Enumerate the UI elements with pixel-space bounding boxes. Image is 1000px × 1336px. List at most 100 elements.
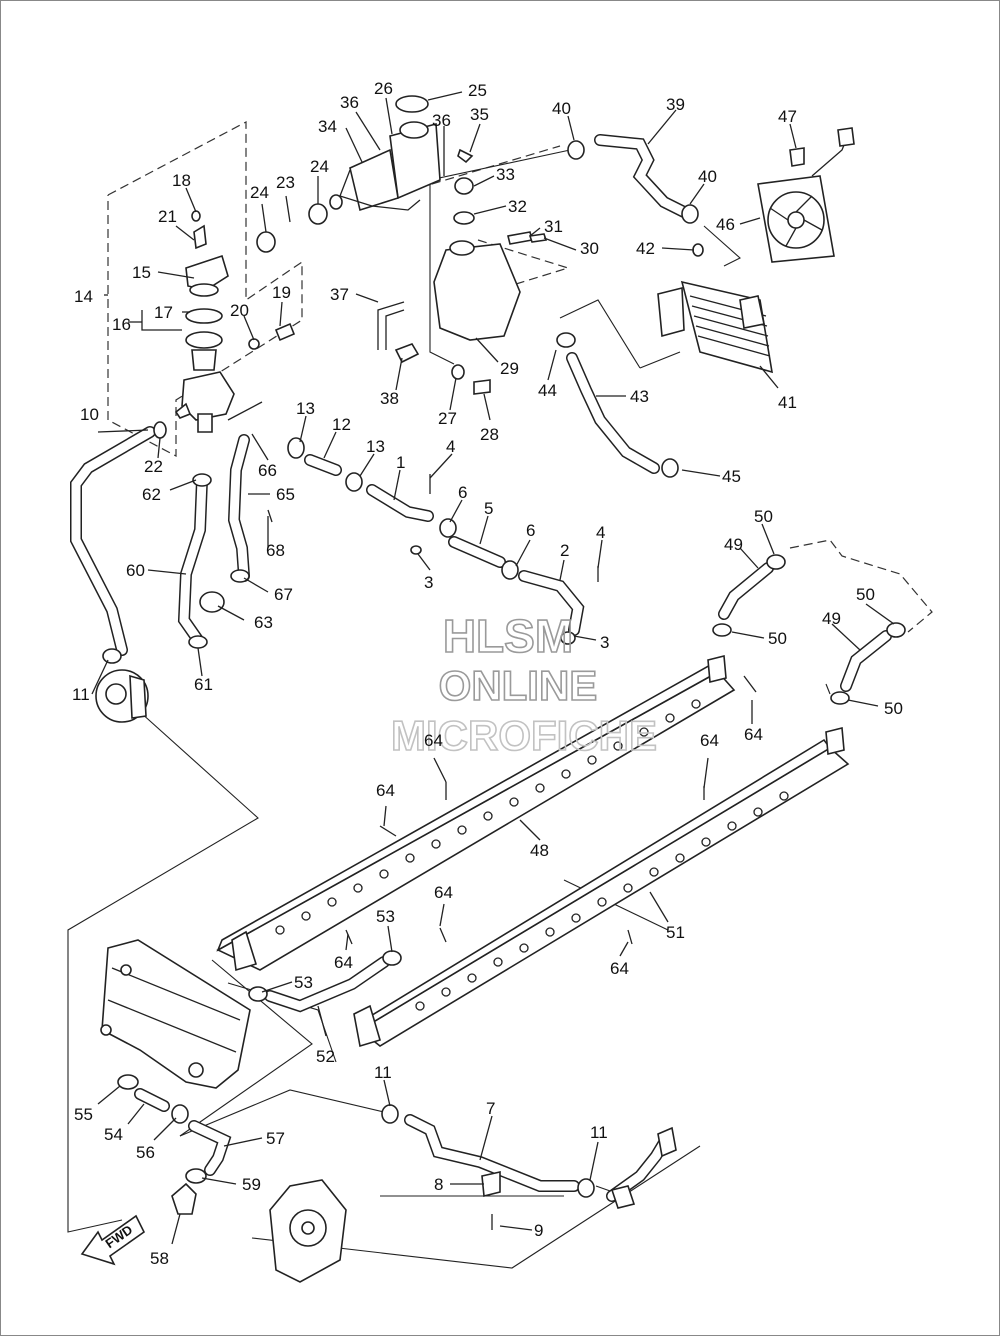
callout: 50 — [768, 629, 787, 648]
callout: 63 — [254, 613, 273, 632]
callout: 11 — [72, 685, 90, 704]
callout: 4 — [596, 523, 605, 542]
callout: 16 — [112, 315, 131, 334]
callout: 50 — [754, 507, 773, 526]
callout: 66 — [258, 461, 277, 480]
callout: 14 — [74, 287, 93, 306]
callout: 22 — [144, 457, 163, 476]
callout: 52 — [316, 1047, 335, 1066]
callout: 26 — [374, 79, 393, 98]
callout: 3 — [424, 573, 433, 592]
part-callouts: 1 2 3 3 3 4 4 5 6 6 7 8 9 10 11 11 11 12… — [72, 79, 903, 1268]
watermark-line-2: ONLINE — [439, 662, 598, 709]
callout: 53 — [376, 907, 395, 926]
fwd-arrow: FWD — [80, 1214, 146, 1266]
callout: 44 — [538, 381, 557, 400]
callout: 20 — [230, 301, 249, 320]
fasteners — [267, 474, 757, 1230]
callout: 40 — [552, 99, 571, 118]
callout: 6 — [458, 483, 467, 502]
callout: 47 — [778, 107, 797, 126]
callout: 67 — [274, 585, 293, 604]
callout: 11 — [590, 1123, 608, 1142]
callout: 27 — [438, 409, 457, 428]
callout: 1 — [396, 453, 405, 472]
callout: 23 — [276, 173, 295, 192]
callout: 64 — [610, 959, 629, 978]
callout: 45 — [722, 467, 741, 486]
leader-lines — [91, 91, 895, 1245]
callout: 40 — [698, 167, 717, 186]
callout: 42 — [636, 239, 655, 258]
callout: 54 — [104, 1125, 123, 1144]
callout: 68 — [266, 541, 285, 560]
callout: 13 — [296, 399, 315, 418]
callout: 30 — [580, 239, 599, 258]
callout: 43 — [630, 387, 649, 406]
callout: 19 — [272, 283, 291, 302]
callout: 51 — [666, 923, 685, 942]
callout: 35 — [470, 105, 489, 124]
callout: 24 — [310, 157, 329, 176]
callout: 64 — [434, 883, 453, 902]
callout: 12 — [332, 415, 351, 434]
callout: 57 — [266, 1129, 285, 1148]
callout: 8 — [434, 1175, 443, 1194]
callout: 50 — [884, 699, 903, 718]
callout: 28 — [480, 425, 499, 444]
callout: 64 — [376, 781, 395, 800]
callout: 5 — [484, 499, 493, 518]
callout: 58 — [150, 1249, 169, 1268]
callout: 3 — [600, 633, 609, 652]
radiator-fan — [757, 127, 855, 263]
callout: 60 — [126, 561, 145, 580]
callout: 61 — [194, 675, 213, 694]
callout: 6 — [526, 521, 535, 540]
callout: 4 — [446, 437, 455, 456]
callout: 2 — [560, 541, 569, 560]
callout: 17 — [154, 303, 173, 322]
watermark-line-3: MICROFICHE — [391, 712, 657, 759]
callout: 25 — [468, 81, 487, 100]
heat-exchanger-48 — [216, 654, 736, 972]
thermostat-assembly-outline — [107, 121, 303, 457]
watermark: HLSM ONLINE MICROFICHE — [390, 609, 658, 760]
callout: 64 — [700, 731, 719, 750]
callout: 13 — [366, 437, 385, 456]
callout: 39 — [666, 95, 685, 114]
callout: 10 — [80, 405, 99, 424]
callout: 64 — [334, 953, 353, 972]
rear-cooler-dashed-run — [789, 539, 933, 633]
hoses — [70, 134, 892, 1202]
elbow-fitting-58 — [171, 1182, 197, 1215]
callout: 15 — [132, 263, 151, 282]
right-lower-elbow — [610, 1126, 677, 1209]
heat-exchanger-51 — [353, 726, 850, 1048]
callout: 62 — [142, 485, 161, 504]
engine-block-side — [100, 939, 251, 1089]
water-pump — [95, 669, 149, 723]
callout: 31 — [544, 217, 563, 236]
callout: 11 — [374, 1063, 392, 1082]
callout: 34 — [318, 117, 337, 136]
callout: 53 — [294, 973, 313, 992]
lower-pump-housing — [269, 1179, 347, 1283]
callout: 49 — [822, 609, 841, 628]
callout: 48 — [530, 841, 549, 860]
callout: 64 — [424, 731, 443, 750]
lower-cooler-outline — [404, 145, 571, 285]
coolant-reservoir-tank — [329, 95, 548, 395]
callout: 38 — [380, 389, 399, 408]
callout: 32 — [508, 197, 527, 216]
watermark-line-1: HLSM — [443, 610, 573, 662]
callout: 56 — [136, 1143, 155, 1162]
callout: 37 — [330, 285, 349, 304]
callout: 18 — [172, 171, 191, 190]
callout: 41 — [778, 393, 797, 412]
callout: 9 — [534, 1221, 543, 1240]
callout: 49 — [724, 535, 743, 554]
callout: 55 — [74, 1105, 93, 1124]
callout: 21 — [158, 207, 177, 226]
